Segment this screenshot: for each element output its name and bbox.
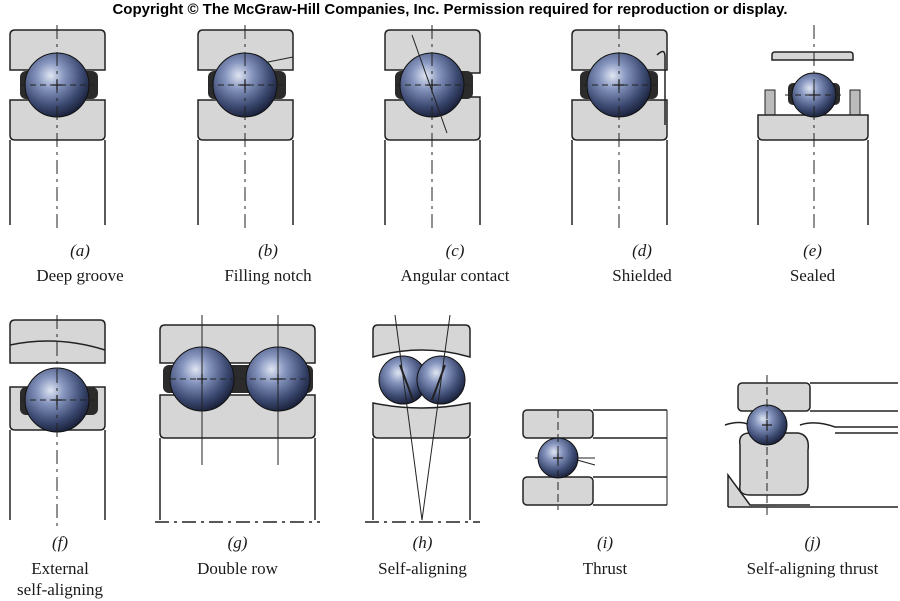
label-letter-b: (b) [258,241,278,260]
angular-contact-drawing [384,25,481,230]
caption-sealed: Sealed [789,266,836,285]
label-letter-e: (e) [803,241,822,260]
label-letter-f: (f) [51,533,69,552]
thrust-drawing [522,409,668,510]
bearing-self-aligning: (h) Self-aligning [365,315,505,578]
self-aligning-thrust-drawing [724,375,898,515]
bearing-self-aligning-thrust: (j) Self-aligning thrust [720,315,900,578]
bearing-deep-groove: (a) Deep groove [0,25,160,285]
deep-groove-drawing [9,25,106,230]
label-letter-d: (d) [632,241,652,260]
bearing-external-self-aligning: (f) External self-aligning [0,315,160,599]
label-letter-j: (j) [804,533,821,552]
caption-double-row: Double row [197,559,278,578]
bearing-double-row: (g) Double row [155,315,335,578]
bearing-angular-contact: (c) Angular contact [375,25,535,285]
bearing-filling-notch: (b) Filling notch [188,25,348,285]
label-letter-h: (h) [412,533,433,552]
self-aligning-drawing [365,315,480,523]
filling-notch-drawing [197,25,294,230]
external-self-aligning-drawing [9,315,106,530]
caption-shielded: Shielded [612,266,672,285]
label-letter-a: (a) [70,241,90,260]
bearing-shielded: (d) Shielded [562,25,722,285]
caption-external-self-aligning: External self-aligning [17,559,103,599]
label-letter-i: (i) [596,533,614,552]
caption-deep-groove: Deep groove [36,266,124,285]
label-letter-g: (g) [227,533,248,552]
caption-filling-notch: Filling notch [224,266,312,285]
double-row-drawing [155,315,320,523]
caption-self-aligning: Self-aligning [378,559,467,578]
caption-self-aligning-thrust: Self-aligning thrust [746,559,879,578]
caption-thrust: Thrust [582,559,628,578]
caption-angular-contact: Angular contact [400,266,510,285]
bearing-thrust: (i) Thrust [515,315,680,578]
copyright-notice: Copyright © The McGraw-Hill Companies, I… [112,1,788,18]
sealed-drawing [757,25,869,230]
label-letter-c: (c) [445,241,465,260]
shielded-drawing [571,25,668,230]
bearing-sealed: (e) Sealed [750,25,900,285]
